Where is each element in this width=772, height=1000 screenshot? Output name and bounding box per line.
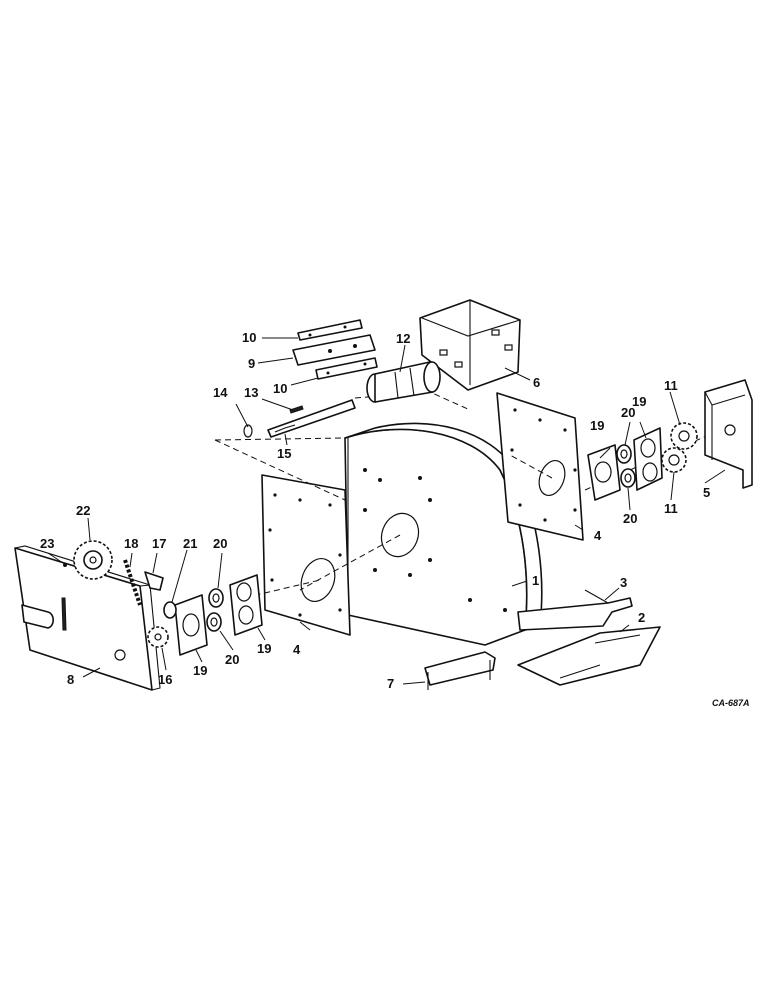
callout-17: 17 <box>152 536 166 551</box>
callout-1: 1 <box>532 573 539 588</box>
callout-4-lower: 4 <box>293 642 301 657</box>
part-19-right-flange-b <box>633 427 663 491</box>
callout-20-left-b: 20 <box>225 652 239 667</box>
part-16-small-sprocket <box>147 626 169 648</box>
callout-18: 18 <box>124 536 138 551</box>
part-20-right-bearing-a <box>616 444 632 464</box>
part-1-main-housing <box>344 422 543 646</box>
part-12-roller <box>366 361 441 403</box>
part-20-left-bearing-a <box>208 588 224 608</box>
callout-5: 5 <box>703 485 710 500</box>
part-11-gear-upper <box>670 422 698 450</box>
callout-19-right-b: 19 <box>632 394 646 409</box>
part-14-snap-ring <box>243 424 253 438</box>
callout-19-right-a: 19 <box>590 418 604 433</box>
callout-2: 2 <box>638 610 645 625</box>
callout-13: 13 <box>244 385 258 400</box>
part-19-left-flange-b <box>229 574 263 636</box>
callout-10-upper: 10 <box>242 330 256 345</box>
part-3-rod <box>517 589 633 631</box>
part-20-right-bearing-b <box>620 468 636 488</box>
part-17-tensioner <box>144 571 164 591</box>
callout-10-lower: 10 <box>273 381 287 396</box>
callout-22: 22 <box>76 503 90 518</box>
housing-bolt-holes <box>363 468 507 612</box>
callout-4-upper: 4 <box>594 528 602 543</box>
part-9-shaft-bar <box>292 334 376 366</box>
callout-14: 14 <box>213 385 228 400</box>
callout-19-left-a: 19 <box>193 663 207 678</box>
callout-6: 6 <box>533 375 540 390</box>
callout-23: 23 <box>40 536 54 551</box>
part-22-sprocket <box>73 540 113 580</box>
part-4-right-side-plate <box>496 392 584 541</box>
callout-3: 3 <box>620 575 627 590</box>
callout-20-right-b: 20 <box>623 511 637 526</box>
part-20-left-bearing-b <box>206 612 222 632</box>
part-7-brace <box>424 651 496 690</box>
part-19-right-flange-a <box>587 444 621 501</box>
callout-11-upper: 11 <box>664 378 678 393</box>
callout-19-left-b: 19 <box>257 641 271 656</box>
callout-12: 12 <box>396 331 410 346</box>
part-10-upper-strap <box>297 319 363 341</box>
part-4-left-side-plate <box>261 474 351 636</box>
drawing-code: CA-687A <box>712 698 750 708</box>
part-10-lower-strap <box>315 357 378 380</box>
callout-7: 7 <box>387 676 394 691</box>
callout-20-right-a: 20 <box>621 405 635 420</box>
part-5-bracket <box>704 379 753 489</box>
part-11-gear-lower <box>661 447 687 473</box>
callout-20-left-a: 20 <box>213 536 227 551</box>
part-13-key <box>289 405 304 414</box>
part-18-chain <box>123 559 142 606</box>
part-19-left-flange-a <box>174 594 208 656</box>
callout-11-lower: 11 <box>664 501 678 516</box>
callout-labels: 1 2 3 4 4 5 6 7 8 9 10 10 11 11 12 13 14… <box>40 330 750 708</box>
part-6-top-cover <box>419 299 521 391</box>
callout-21: 21 <box>183 536 197 551</box>
callout-9: 9 <box>248 356 255 371</box>
callout-16: 16 <box>158 672 172 687</box>
part-23-key <box>63 563 67 567</box>
callout-8: 8 <box>67 672 74 687</box>
callout-15: 15 <box>277 446 291 461</box>
part-21-spacer <box>163 601 177 619</box>
leader-lines <box>47 337 726 685</box>
part-15-shaft <box>267 399 356 438</box>
part-2-plate <box>517 626 661 686</box>
